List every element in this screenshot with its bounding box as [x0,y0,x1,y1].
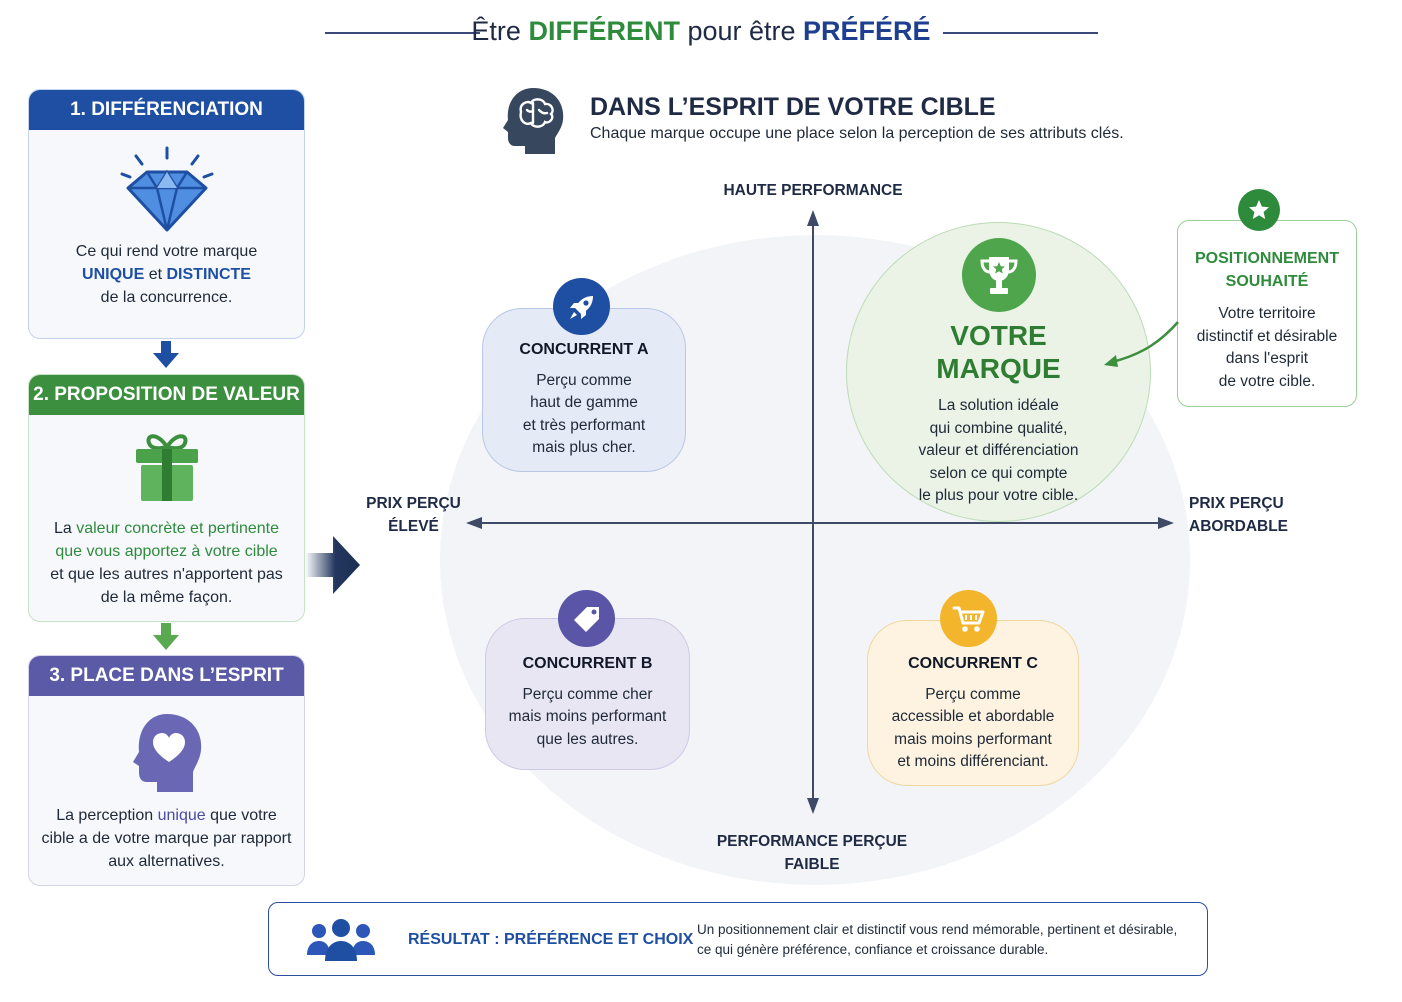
axis-right-line2: ABORDABLE [1189,518,1289,535]
positioning-title-line2: SOUHAITÉ [1225,273,1309,290]
card-description: Ce qui rend votre marque UNIQUE et DISTI… [29,240,304,309]
competitor-b-text: Perçu comme cher [522,685,653,703]
shopping-cart-icon [940,590,997,647]
result-description: Un positionnement clair et distinctif vo… [697,920,1197,960]
distincte-text: DISTINCTE [166,266,251,283]
brain-head-icon [503,88,564,154]
positioning-text: de votre cible. [1218,372,1316,390]
title-rule-right [943,32,1098,34]
unique-text: UNIQUE [82,266,145,283]
price-tag-icon [558,590,615,647]
axis-bottom-line2: FAIBLE [784,856,840,873]
card-heading: 2. PROPOSITION DE VALEUR [29,375,304,415]
axis-left-label: PRIX PERÇU ÉLEVÉ [356,492,471,538]
axis-left-line1: PRIX PERÇU [366,495,461,512]
axis-bottom-label: PERFORMANCE PERÇUE FAIBLE [712,830,912,876]
card-text-line: de la concurrence. [100,289,233,306]
positioning-text: Votre territoire [1218,305,1316,322]
positioning-text: distinctif et désirable [1196,327,1338,345]
gift-icon [29,429,304,517]
rocket-icon [553,278,610,335]
competitor-a-text: Perçu comme [536,371,632,389]
down-arrow-green-icon [153,623,179,650]
brand-text: La solution idéale [938,397,1059,414]
card-proposition-valeur: 2. PROPOSITION DE VALEUR La valeur concr… [28,374,305,622]
valeur-text: valeur concrète et pertinente [76,520,280,537]
competitor-b-name: CONCURRENT B [522,655,653,672]
competitor-a-bubble: CONCURRENT A Perçu comme haut de gamme e… [482,308,686,472]
star-icon [1238,189,1280,231]
title-part3: pour être [679,16,804,46]
result-text: ce qui génère préférence, confiance et c… [697,942,1049,957]
axis-top-label: HAUTE PERFORMANCE [723,182,903,199]
title-bar: Être DIFFÉRENT pour être PRÉFÉRÉ [0,14,1402,54]
diamond-icon [29,144,304,240]
brand-name-line2: MARQUE [936,353,1061,384]
section-subtitle: Chaque marque occupe une place selon la … [590,125,1124,142]
title-prefere: PRÉFÉRÉ [803,16,931,46]
valeur-text-2: que vous apportez à votre cible [55,543,278,560]
group-people-icon [307,919,375,961]
card-text-line: aux alternatives. [108,853,225,870]
right-arrow-icon [305,536,360,594]
competitor-c-text: et moins différenciant. [897,753,1049,770]
positioning-title: POSITIONNEMENT SOUHAITÉ [1178,247,1356,293]
result-title: RÉSULTAT : PRÉFÉRENCE ET CHOIX [408,931,694,948]
competitor-a-text: haut de gamme [530,394,638,411]
brand-name: VOTRE MARQUE [847,319,1150,385]
positioning-text: dans l'esprit [1225,350,1309,367]
unique-em-text: unique [157,807,206,824]
card-text-line: Ce qui rend votre marque [75,243,258,260]
card-differenciation: 1. DIFFÉRENCIATION Ce qui rend votre mar… [28,89,305,339]
card-text-mid: et [144,266,167,283]
card-place-esprit: 3. PLACE DANS L’ESPRIT La perception uni… [28,655,305,886]
brand-text: qui combine qualité, [929,419,1068,437]
page-title: Être DIFFÉRENT pour être PRÉFÉRÉ [0,16,1402,47]
competitor-c-name: CONCURRENT C [908,655,1038,672]
card-text-line: de la même façon. [100,589,233,606]
card-description: La perception unique que votre cible a d… [29,804,304,873]
competitor-c-bubble: CONCURRENT C Perçu comme accessible et a… [867,620,1079,786]
axis-left-line2: ÉLEVÉ [388,518,439,535]
card-description: La valeur concrète et pertinente que vou… [29,517,304,609]
card-text-pre: La perception [56,807,158,824]
card-text-post: que votre [205,807,277,824]
brand-text: valeur et différenciation [918,442,1079,459]
card-text-line: cible a de votre marque par rapport [41,830,292,847]
desired-positioning-card: POSITIONNEMENT SOUHAITÉ Votre territoire… [1177,220,1357,407]
positioning-pointer-arrow [1104,321,1179,367]
competitor-c-text: accessible et abordable [891,708,1055,725]
card-heading: 1. DIFFÉRENCIATION [29,90,304,130]
section-title: DANS L’ESPRIT DE VOTRE CIBLE [590,93,996,121]
brand-name-line1: VOTRE [950,320,1047,351]
competitor-c-text: mais moins performant [894,730,1052,748]
competitor-b-text: mais moins performant [508,708,667,725]
heart-head-icon [29,708,304,804]
competitor-a-text: mais plus cher. [532,439,636,456]
title-different: DIFFÉRENT [528,16,680,46]
competitor-a-text: et très performant [522,416,646,434]
brand-text: selon ce qui compte [929,464,1068,482]
down-arrow-blue-icon [153,341,179,368]
trophy-icon [962,238,1036,312]
competitor-c-text: Perçu comme [925,685,1021,703]
positioning-title-line1: POSITIONNEMENT [1194,250,1339,267]
axis-right-label: PRIX PERÇU ABORDABLE [1189,492,1299,538]
card-text-pre: La [53,520,77,537]
title-rule-left [325,32,480,34]
brand-text: le plus pour votre cible. [918,487,1079,504]
competitor-b-text: que les autres. [536,730,639,748]
card-text-line: et que les autres n'apportent pas [50,566,283,583]
card-heading: 3. PLACE DANS L’ESPRIT [29,656,304,696]
axis-bottom-line1: PERFORMANCE PERÇUE [716,833,908,850]
axis-right-line1: PRIX PERÇU [1189,495,1284,512]
title-part1: Être [471,16,529,46]
result-banner: RÉSULTAT : PRÉFÉRENCE ET CHOIX Un positi… [268,902,1208,976]
result-text: Un positionnement clair et distinctif vo… [697,922,1178,937]
competitor-a-name: CONCURRENT A [519,341,649,358]
positioning-description: Votre territoire distinctif et désirable… [1178,303,1356,393]
